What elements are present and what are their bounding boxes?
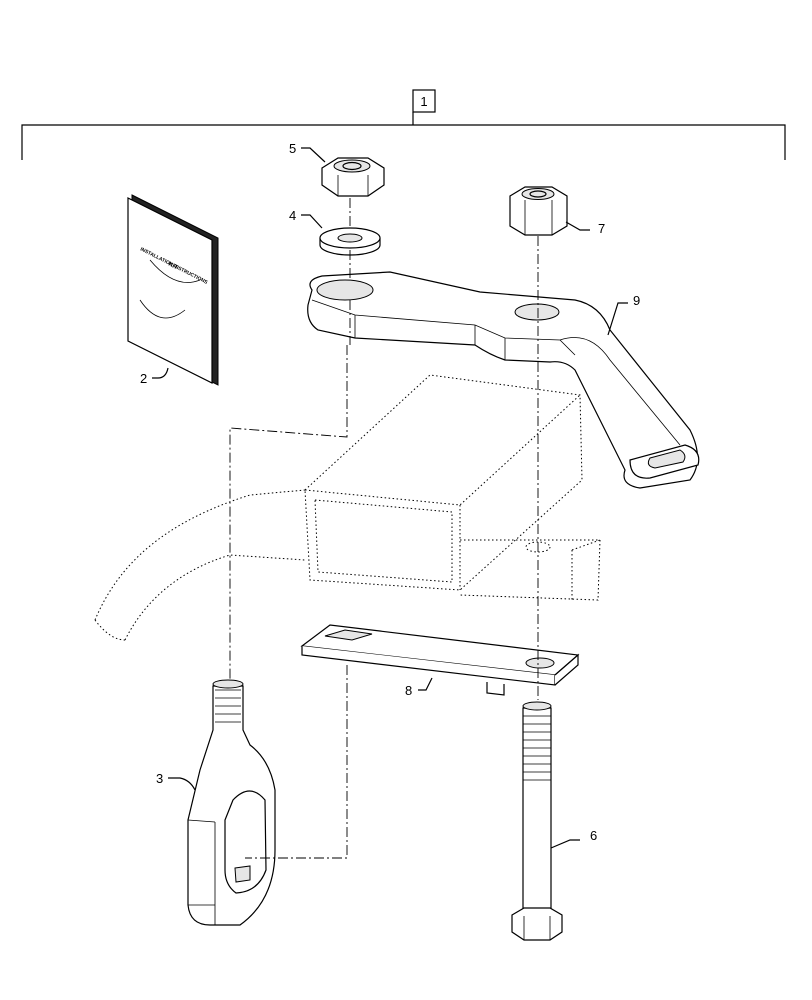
retainer-plate — [300, 624, 580, 696]
callout-9: 9 — [607, 293, 640, 336]
callout-6-label: 6 — [590, 828, 597, 843]
callout-8-label: 8 — [405, 683, 412, 698]
frame-rail — [94, 489, 601, 641]
callout-2-label: 2 — [140, 371, 147, 386]
callout-6: 6 — [550, 828, 597, 849]
callout-4-label: 4 — [289, 208, 296, 223]
callout-5: 5 — [289, 141, 326, 163]
kit-bracket — [21, 112, 786, 160]
instruction-booklet: KIT INSTALLATION INSTRUCTIONS — [127, 194, 219, 386]
clevis-eye — [187, 679, 276, 926]
callout-8: 8 — [405, 677, 433, 698]
callout-9-label: 9 — [633, 293, 640, 308]
frame-tube — [304, 374, 583, 591]
callout-5-label: 5 — [289, 141, 296, 156]
callout-1-label: 1 — [420, 94, 427, 109]
assembly-centerlines — [229, 198, 539, 859]
hex-nut-right — [509, 186, 568, 236]
callout-1: 1 — [412, 89, 436, 113]
callout-box — [412, 89, 436, 113]
booklet-title: KIT — [167, 261, 179, 271]
callout-7: 7 — [565, 221, 605, 236]
callout-3-label: 3 — [156, 771, 163, 786]
hex-bolt — [511, 701, 563, 941]
callout-4: 4 — [289, 208, 323, 229]
hitch-bracket — [307, 271, 700, 489]
hex-nut-top — [321, 157, 385, 197]
callout-7-label: 7 — [598, 221, 605, 236]
callout-2: 2 — [140, 367, 169, 386]
callout-3: 3 — [156, 771, 196, 791]
